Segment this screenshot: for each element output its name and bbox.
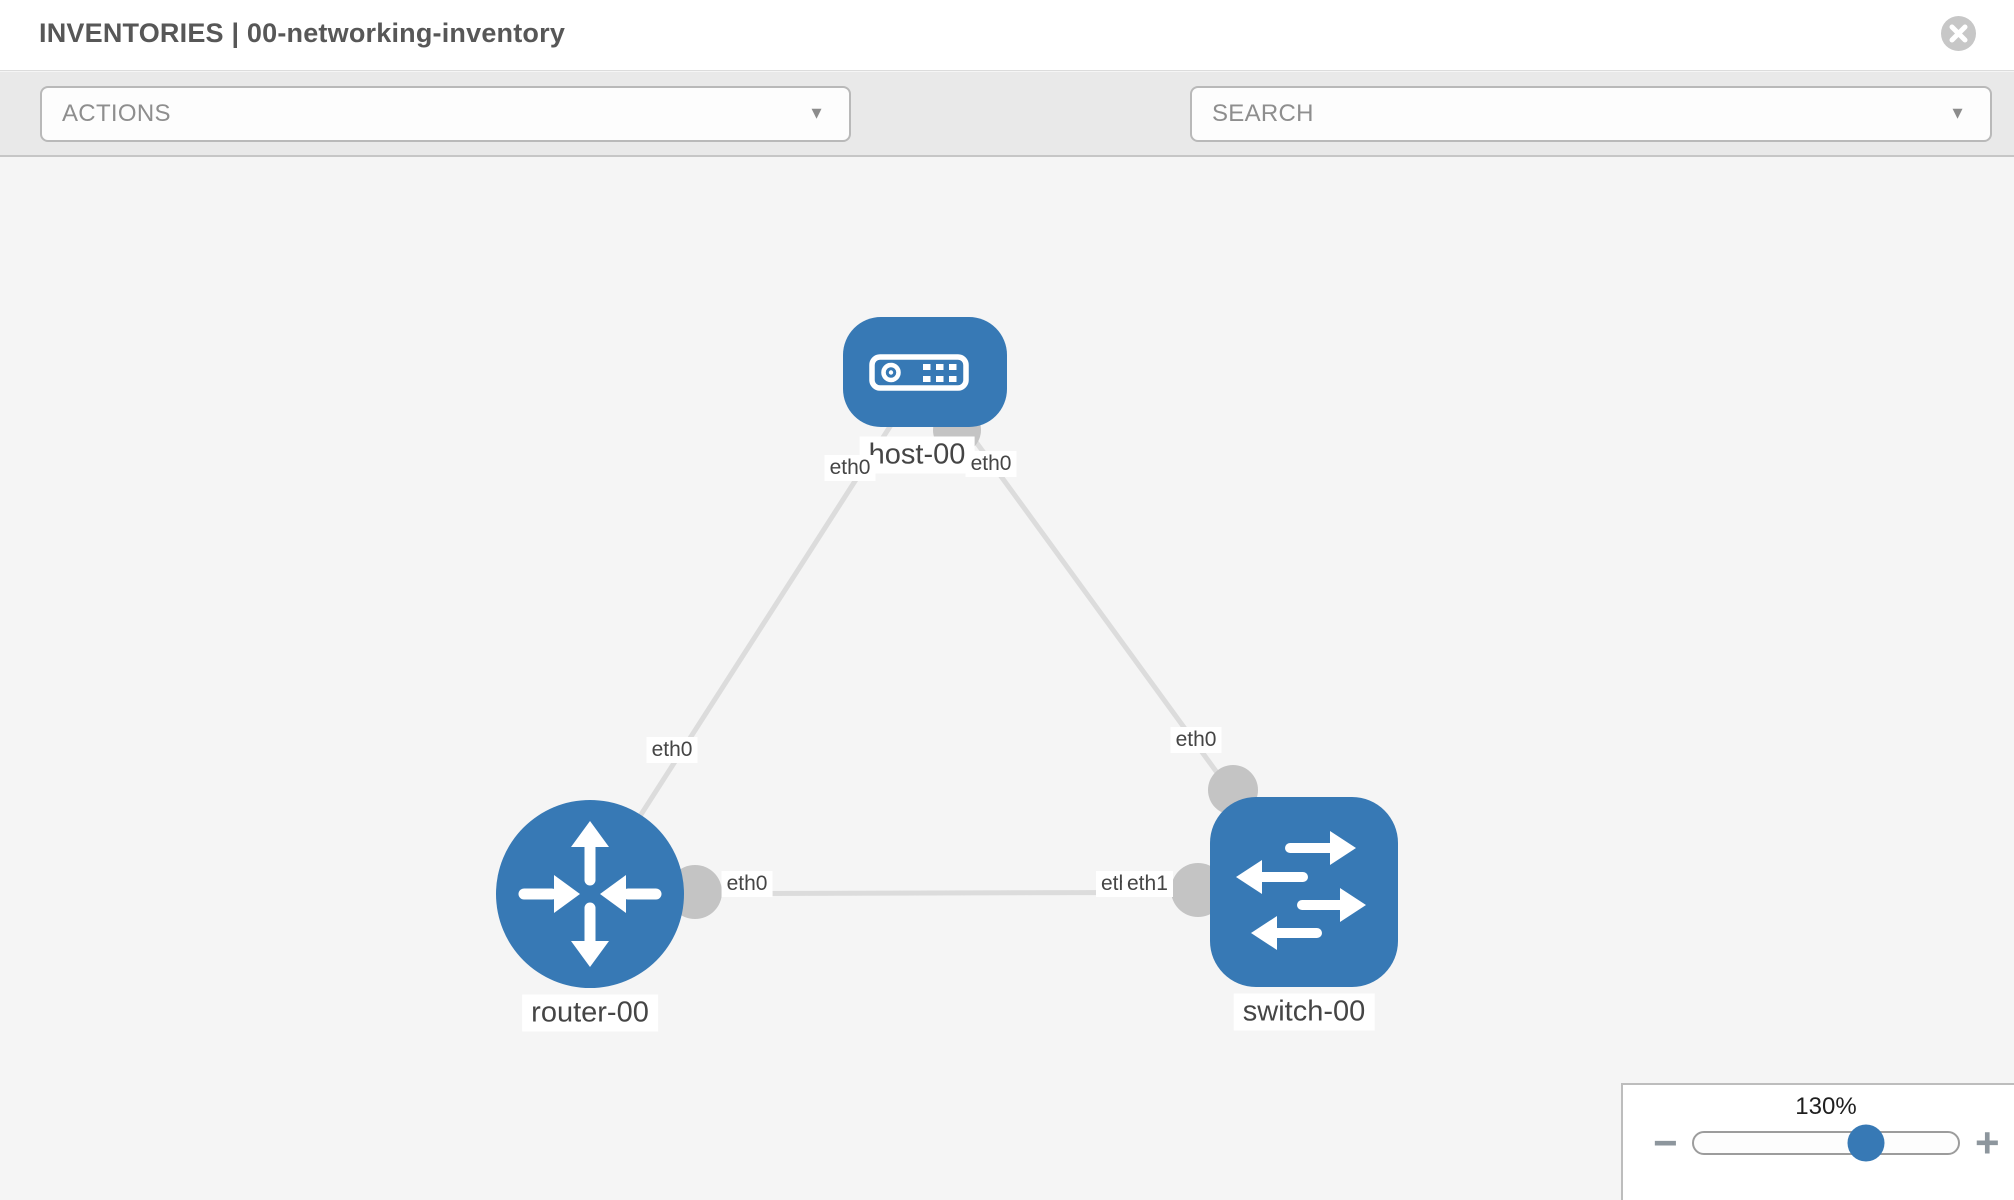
node-host[interactable] — [843, 317, 1007, 427]
interface-endpoints — [668, 406, 1258, 919]
interface-label-router-right: eth0 — [721, 871, 773, 897]
host-icon — [869, 354, 969, 391]
node-switch[interactable] — [1210, 797, 1398, 987]
search-dropdown[interactable]: SEARCH ▼ — [1190, 86, 1992, 142]
close-button[interactable] — [1941, 16, 1976, 51]
zoom-level-value: 130% — [1795, 1093, 1857, 1120]
close-icon — [1949, 24, 1968, 43]
zoom-slider[interactable] — [1692, 1124, 1960, 1162]
node-router[interactable] — [496, 800, 684, 988]
router-icon — [518, 821, 662, 967]
zoom-in-button[interactable]: + — [1975, 1118, 2000, 1166]
actions-dropdown[interactable]: ACTIONS ▼ — [40, 86, 851, 142]
zoom-control-panel: 130% − + — [1621, 1083, 2014, 1200]
toolbar: ACTIONS ▼ SEARCH ▼ — [0, 72, 2014, 207]
zoom-slider-thumb[interactable] — [1847, 1124, 1885, 1162]
interface-label-host-right: eth0 — [965, 451, 1017, 477]
interface-label-switch-top: eth0 — [1170, 727, 1222, 753]
router-node-label: router-00 — [522, 994, 658, 1032]
chevron-down-icon: ▼ — [808, 103, 825, 123]
host-node-label: host-00 — [859, 436, 975, 474]
interface-label-host-left: eth0 — [824, 455, 876, 481]
interface-label-router-top: eth0 — [646, 737, 698, 763]
chevron-down-icon: ▼ — [1949, 103, 1966, 123]
zoom-out-button[interactable]: − — [1653, 1118, 1678, 1166]
actions-dropdown-label: ACTIONS — [62, 100, 171, 127]
topology-canvas[interactable]: host-00 router-00 switch-00 eth0 eth0 et… — [0, 157, 2014, 1200]
interface-label-switch-left-front: eth1 — [1122, 871, 1173, 897]
switch-icon — [1236, 831, 1366, 950]
search-dropdown-label: SEARCH — [1212, 100, 1314, 127]
switch-node-label: switch-00 — [1233, 993, 1375, 1031]
header-bar: INVENTORIES | 00-networking-inventory — [0, 0, 2014, 71]
page-title: INVENTORIES | 00-networking-inventory — [39, 18, 566, 48]
